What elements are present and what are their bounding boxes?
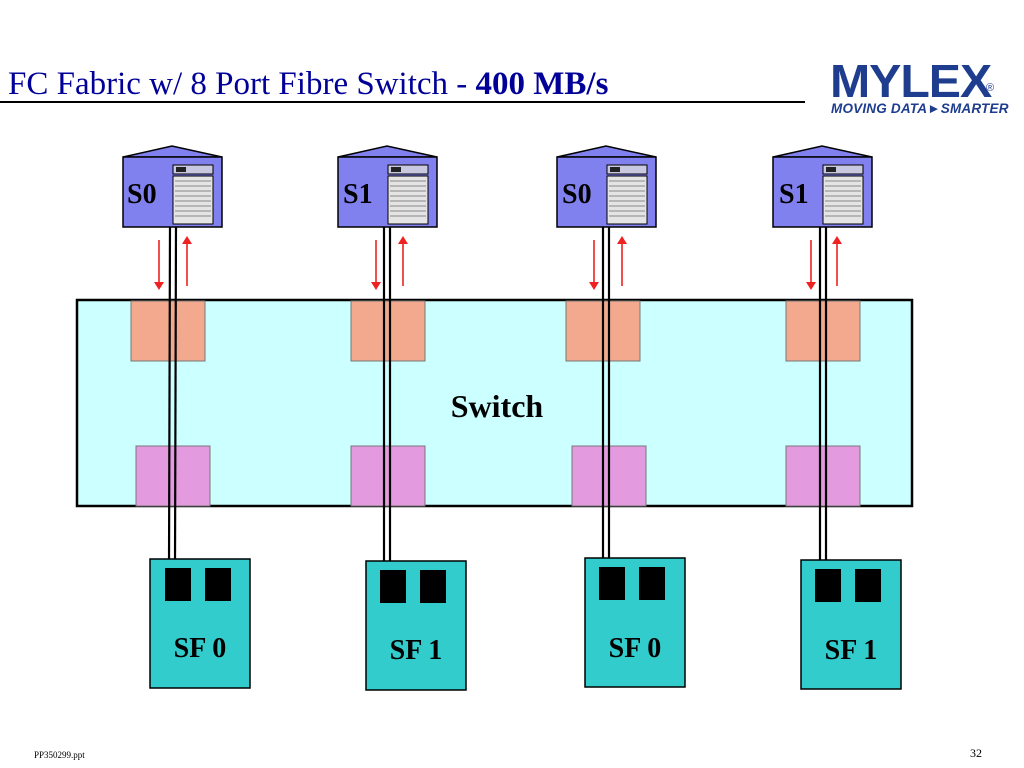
server-3: S0 — [556, 145, 657, 228]
storage-label: SF 0 — [609, 633, 662, 664]
server-icon — [556, 145, 657, 228]
slide-title: FC Fabric w/ 8 Port Fibre Switch - 400 M… — [8, 66, 608, 103]
drive-slot — [639, 567, 665, 600]
top-port — [130, 300, 206, 362]
server-label: S0 — [562, 179, 592, 210]
drive-slot — [855, 569, 881, 602]
storage-label: SF 0 — [174, 633, 227, 664]
drive-slot — [420, 570, 446, 603]
server-label: S1 — [779, 179, 809, 210]
bottom-port — [350, 445, 426, 507]
logo-tagline: MOVING DATA►SMARTER — [831, 101, 1009, 116]
footer-filename: PP350299.ppt — [34, 750, 85, 760]
storage-2: SF 1 — [365, 560, 467, 691]
cable-2 — [382, 224, 392, 566]
drive-slot — [815, 569, 841, 602]
server-4: S1 — [772, 145, 873, 228]
top-port — [350, 300, 426, 362]
server-icon — [122, 145, 223, 228]
data-arrows — [154, 236, 842, 290]
server-label: S1 — [343, 179, 373, 210]
drive-slot — [599, 567, 625, 600]
server-2: S1 — [337, 145, 438, 228]
fibre-cables — [167, 223, 828, 567]
title-prefix: FC Fabric w/ 8 Port Fibre Switch - — [8, 66, 476, 102]
bottom-port — [135, 445, 211, 507]
switch-box — [75, 298, 914, 508]
mylex-logo: MYLEX ® MOVING DATA►SMARTER — [828, 55, 1008, 122]
server-icon — [772, 145, 873, 228]
title-underline — [0, 101, 805, 103]
logo-wordmark: MYLEX — [830, 55, 992, 107]
bottom-port — [785, 445, 861, 507]
cable-4 — [818, 224, 828, 566]
top-port — [785, 300, 861, 362]
page-number: 32 — [970, 746, 982, 760]
storage-box — [584, 557, 686, 688]
storage-3: SF 0 — [584, 557, 686, 688]
server-icon — [337, 145, 438, 228]
bottom-ports — [135, 445, 861, 507]
cable-3 — [601, 224, 611, 566]
title-bold: 400 MB/s — [475, 66, 609, 102]
storage-label: SF 1 — [825, 635, 878, 666]
storage-4: SF 1 — [800, 559, 902, 690]
drive-slot — [205, 568, 231, 601]
logo-registered-mark: ® — [986, 82, 995, 94]
cable-1 — [167, 223, 178, 567]
switch-label: Switch — [451, 388, 544, 424]
drive-slot — [380, 570, 406, 603]
storage-1: SF 0 — [149, 558, 251, 689]
server-label: S0 — [127, 179, 157, 210]
server-1: S0 — [122, 145, 223, 228]
drive-slot — [165, 568, 191, 601]
storage-label: SF 1 — [390, 635, 443, 666]
